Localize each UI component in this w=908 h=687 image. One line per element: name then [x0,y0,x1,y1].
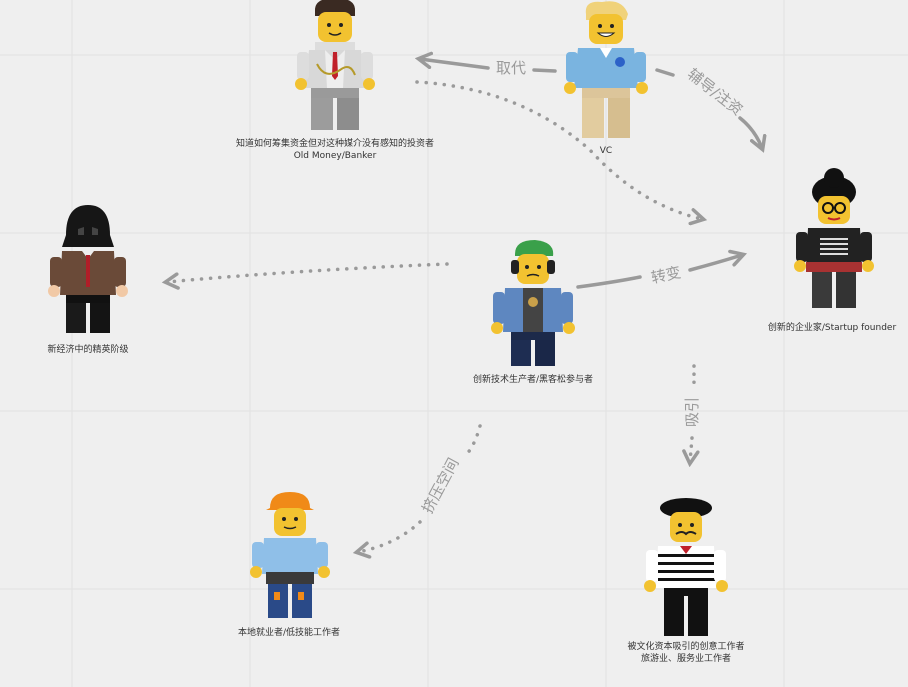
vc-figure [564,1,648,138]
founder-figure [794,168,874,308]
edge-squeeze: 挤压空间 [352,424,482,559]
node-label-old-money-line1: 知道如何筹集资金但对这种媒介没有感知的投资者 [235,139,434,149]
node-label-old-money: 知道如何筹集资金但对这种媒介没有感知的投资者 Old Money/Banker [200,138,470,162]
edge-label-transform: 转变 [649,263,682,287]
node-label-vc: VC [566,145,646,157]
node-label-creative-line2: 旅游业、服务业工作者 [640,654,731,664]
edge-label-mentor: 辅导/注资 [684,65,746,119]
node-label-local-worker-line1: 本地就业者/低技能工作者 [237,628,341,638]
edge-replace: 取代 [414,51,557,77]
edge-transform: 转变 [576,249,748,289]
edge-label-replace: 取代 [496,59,526,77]
node-label-elite: 新经济中的精英阶级 [20,344,156,356]
node-label-elite-line1: 新经济中的精英阶级 [47,345,129,355]
node-label-local-worker: 本地就业者/低技能工作者 [214,627,364,639]
hacker-figure [491,240,575,366]
local-worker-figure [250,492,330,618]
edge-mentor: 辅导/注资 [655,65,767,153]
banker-figure [295,0,375,130]
edge-attract: 吸引 [682,364,701,468]
elite-figure [48,205,128,333]
node-label-creative: 被文化资本吸引的创意工作者 旅游业、服务业工作者 [606,641,766,665]
node-label-founder-line1: 创新的企业家/Startup founder [767,323,897,333]
node-label-creative-line1: 被文化资本吸引的创意工作者 [627,642,745,652]
node-label-founder: 创新的企业家/Startup founder [752,322,908,334]
edge-label-attract: 吸引 [683,397,701,427]
edge-hacker-to-elite [161,262,449,290]
node-label-hacker: 创新技术生产者/黑客松参与者 [448,374,618,386]
edge-oldmoney-to-founder [415,80,708,226]
node-label-hacker-line1: 创新技术生产者/黑客松参与者 [472,375,594,385]
creative-worker-figure [644,498,728,636]
node-label-old-money-line2: Old Money/Banker [293,151,377,161]
edge-label-squeeze: 挤压空间 [419,455,463,516]
node-label-vc-line1: VC [599,146,613,156]
